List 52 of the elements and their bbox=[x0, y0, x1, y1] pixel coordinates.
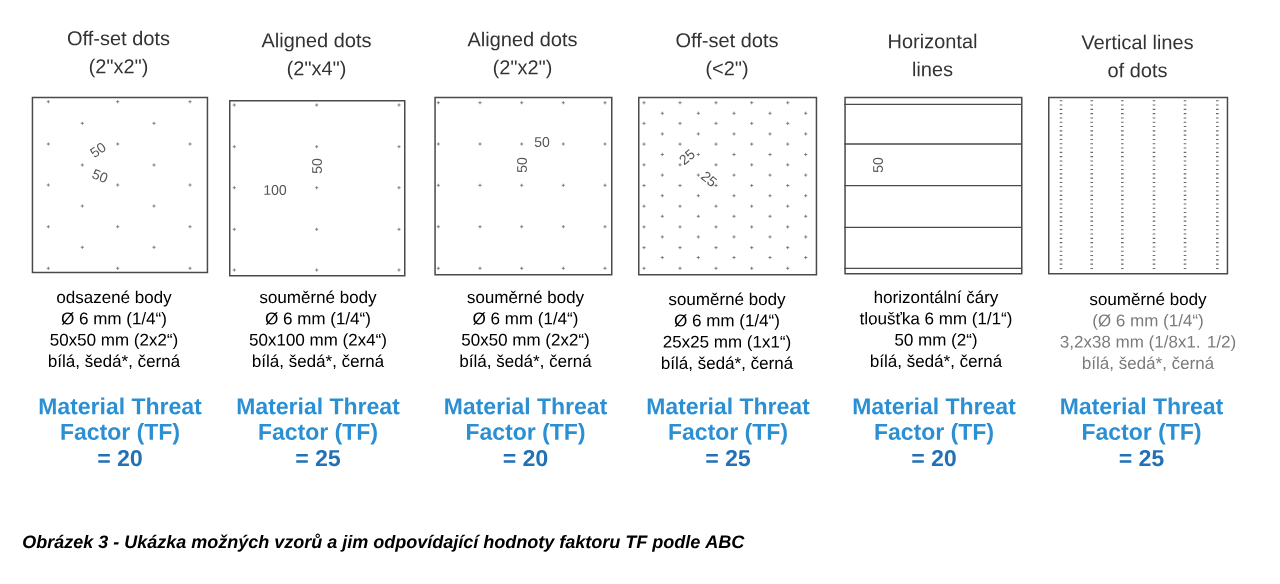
factor-value: = 20 bbox=[503, 449, 548, 467]
factor-text: Material Threat Factor (TF) bbox=[237, 397, 400, 445]
spec-text: horizontální čáry bbox=[874, 290, 999, 307]
dimension-label: 50 bbox=[89, 143, 106, 158]
factor-value: = 25 bbox=[1119, 449, 1164, 467]
spec-text: 50x50 mm (2x2“) bbox=[461, 333, 589, 350]
dimension-label: 25 bbox=[679, 149, 695, 166]
factor-value: = 20 bbox=[98, 449, 142, 467]
spec-text: bílá, šedá*, černá bbox=[870, 354, 1003, 370]
spec-text: Ø 6 mm (1/4“) bbox=[674, 314, 779, 330]
spec-text: 50x50 mm (2x2“) bbox=[50, 333, 178, 350]
spec-text: tloušťka 6 mm (1/1“) bbox=[859, 311, 1012, 328]
spec-text: souměrné body bbox=[467, 290, 585, 307]
dimension-label: 50 bbox=[873, 157, 883, 173]
spec-text: bílá, šedá*, černá bbox=[1082, 356, 1215, 372]
spec-text: souměrné body bbox=[668, 292, 786, 309]
spec-text: bílá, šedá*, černá bbox=[252, 354, 385, 370]
panel-heading: Aligned dots (2"x4") bbox=[261, 32, 371, 80]
dimension-label: 50 bbox=[312, 158, 322, 174]
dimension-label: 50 bbox=[517, 157, 527, 173]
figure-caption: Obrázek 3 - Ukázka možných vzorů a jim odpovídající hodnoty faktoru TF podle ABC bbox=[23, 533, 745, 552]
spec-text: bílá, šedá*, černá bbox=[460, 354, 592, 370]
factor-text: Material Threat Factor (TF) bbox=[39, 397, 202, 445]
spec-text: 50x100 mm (2x4“) bbox=[249, 333, 386, 350]
dimension-label: 100 bbox=[264, 185, 287, 195]
panel-heading: Vertical lines of dots bbox=[1081, 34, 1193, 78]
factor-text: Material Threat Factor (TF) bbox=[853, 397, 1016, 445]
spec-text: 3,2x38 mm (1/8x1. 1/2) bbox=[1060, 335, 1236, 352]
spec-text: 50 mm (2“) bbox=[895, 333, 977, 350]
factor-value: = 20 bbox=[912, 449, 956, 467]
spec-text: odsazené body bbox=[57, 290, 172, 307]
panel-heading: Horizontal lines bbox=[889, 33, 977, 77]
factor-text: Material Threat Factor (TF) bbox=[1061, 397, 1223, 445]
spec-text: souměrné body bbox=[259, 290, 377, 307]
factor-value: = 25 bbox=[706, 449, 751, 467]
dimension-label: 50 bbox=[92, 169, 108, 183]
spec-text: Ø 6 mm (1/4“) bbox=[473, 312, 578, 328]
panel-heading: Off-set dots (2"x2") bbox=[67, 30, 170, 78]
dimension-label: 50 bbox=[534, 137, 550, 147]
spec-text: Ø 6 mm (1/4“) bbox=[265, 312, 370, 328]
spec-text: Ø 6 mm (1/4“) bbox=[61, 312, 166, 328]
spec-text: bílá, šedá*, černá bbox=[48, 354, 181, 370]
spec-text: (Ø 6 mm (1/4“) bbox=[1093, 314, 1203, 330]
spec-text: 25x25 mm (1x1“) bbox=[663, 335, 791, 352]
factor-text: Material Threat Factor (TF) bbox=[647, 397, 810, 445]
factor-value: = 25 bbox=[296, 449, 341, 467]
panel-heading: Off-set dots (<2") bbox=[676, 32, 778, 80]
panel-heading: Aligned dots (2"x2") bbox=[467, 31, 577, 79]
spec-text: souměrné body bbox=[1089, 292, 1207, 309]
factor-text: Material Threat Factor (TF) bbox=[445, 397, 607, 445]
spec-text: bílá, šedá*, černá bbox=[661, 356, 794, 372]
dimension-label: 25 bbox=[700, 171, 718, 187]
